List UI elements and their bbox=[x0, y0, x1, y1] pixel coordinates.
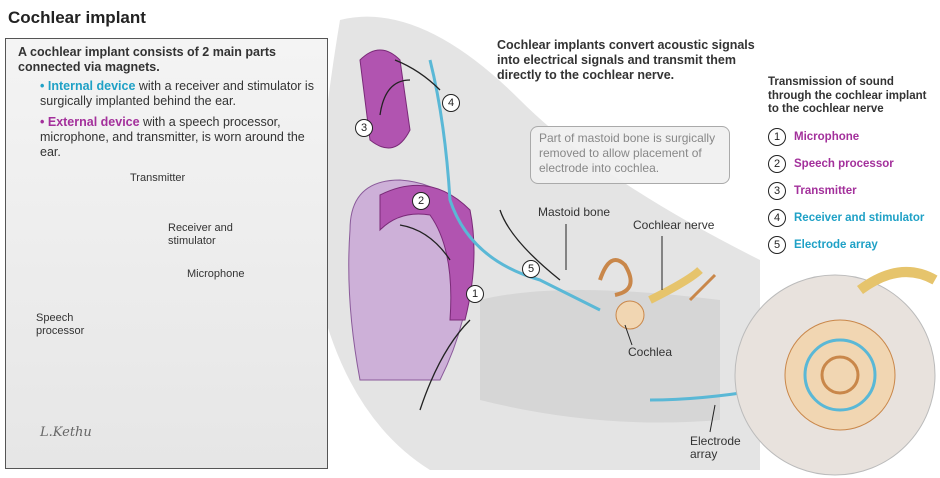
overview-panel bbox=[5, 38, 328, 469]
label-speech-processor: Speech processor bbox=[36, 312, 85, 337]
label-electrode-array: Electrode array bbox=[690, 434, 741, 461]
legend-item-electrode: 5 Electrode array bbox=[768, 236, 878, 254]
legend-label: Receiver and stimulator bbox=[794, 212, 925, 224]
marker-5: 5 bbox=[522, 260, 540, 278]
signal-arrows bbox=[379, 59, 561, 411]
label-cochlea: Cochlea bbox=[628, 345, 673, 359]
external-device-term: External device bbox=[47, 115, 140, 129]
legend-item-transmitter: 3 Transmitter bbox=[768, 182, 857, 200]
legend-number: 3 bbox=[768, 182, 786, 200]
internal-device-bullet: • Internal device with a receiver and st… bbox=[40, 79, 314, 108]
label-mastoid-bone: Mastoid bone bbox=[538, 205, 611, 219]
legend-number: 5 bbox=[768, 236, 786, 254]
page-title: Cochlear implant bbox=[8, 8, 146, 27]
internal-device-desc: with a receiver and stimulator is surgic… bbox=[40, 79, 314, 108]
label-cochlear-nerve: Cochlear nerve bbox=[633, 218, 715, 232]
cochlea-magnified bbox=[734, 267, 938, 476]
legend-item-speech-processor: 2 Speech processor bbox=[768, 155, 894, 173]
marker-3: 3 bbox=[355, 119, 373, 137]
legend-number: 1 bbox=[768, 128, 786, 146]
legend-label: Microphone bbox=[794, 131, 860, 143]
artist-signature: L.Kethu bbox=[40, 425, 92, 440]
marker-2: 2 bbox=[412, 192, 430, 210]
label-transmitter: Transmitter bbox=[130, 172, 186, 184]
main-description: Cochlear implants convert acoustic signa… bbox=[497, 38, 755, 82]
internal-device-term: Internal device bbox=[47, 79, 136, 93]
legend-item-microphone: 1 Microphone bbox=[768, 128, 859, 146]
legend-number: 2 bbox=[768, 155, 786, 173]
legend-title: Transmission of sound through the cochle… bbox=[768, 76, 927, 115]
legend-label: Transmitter bbox=[794, 185, 857, 197]
marker-1: 1 bbox=[466, 285, 484, 303]
label-microphone: Microphone bbox=[187, 268, 245, 280]
marker-4: 4 bbox=[442, 94, 460, 112]
external-device-desc: with a speech processor, microphone, and… bbox=[40, 115, 305, 159]
anatomy-leader-lines bbox=[565, 224, 716, 433]
external-device-bullet: • External device with a speech processo… bbox=[40, 115, 305, 159]
legend-number: 4 bbox=[768, 209, 786, 227]
legend-label: Speech processor bbox=[794, 158, 894, 170]
panel-intro: A cochlear implant consists of 2 main pa… bbox=[18, 45, 276, 74]
external-device-large bbox=[359, 49, 475, 321]
cochlea-drawing bbox=[598, 258, 717, 330]
legend-label: Electrode array bbox=[794, 239, 878, 251]
mastoid-callout: Part of mastoid bone is surgically remov… bbox=[530, 126, 730, 184]
legend-item-receiver: 4 Receiver and stimulator bbox=[768, 209, 924, 227]
label-receiver: Receiver and stimulator bbox=[168, 222, 233, 247]
